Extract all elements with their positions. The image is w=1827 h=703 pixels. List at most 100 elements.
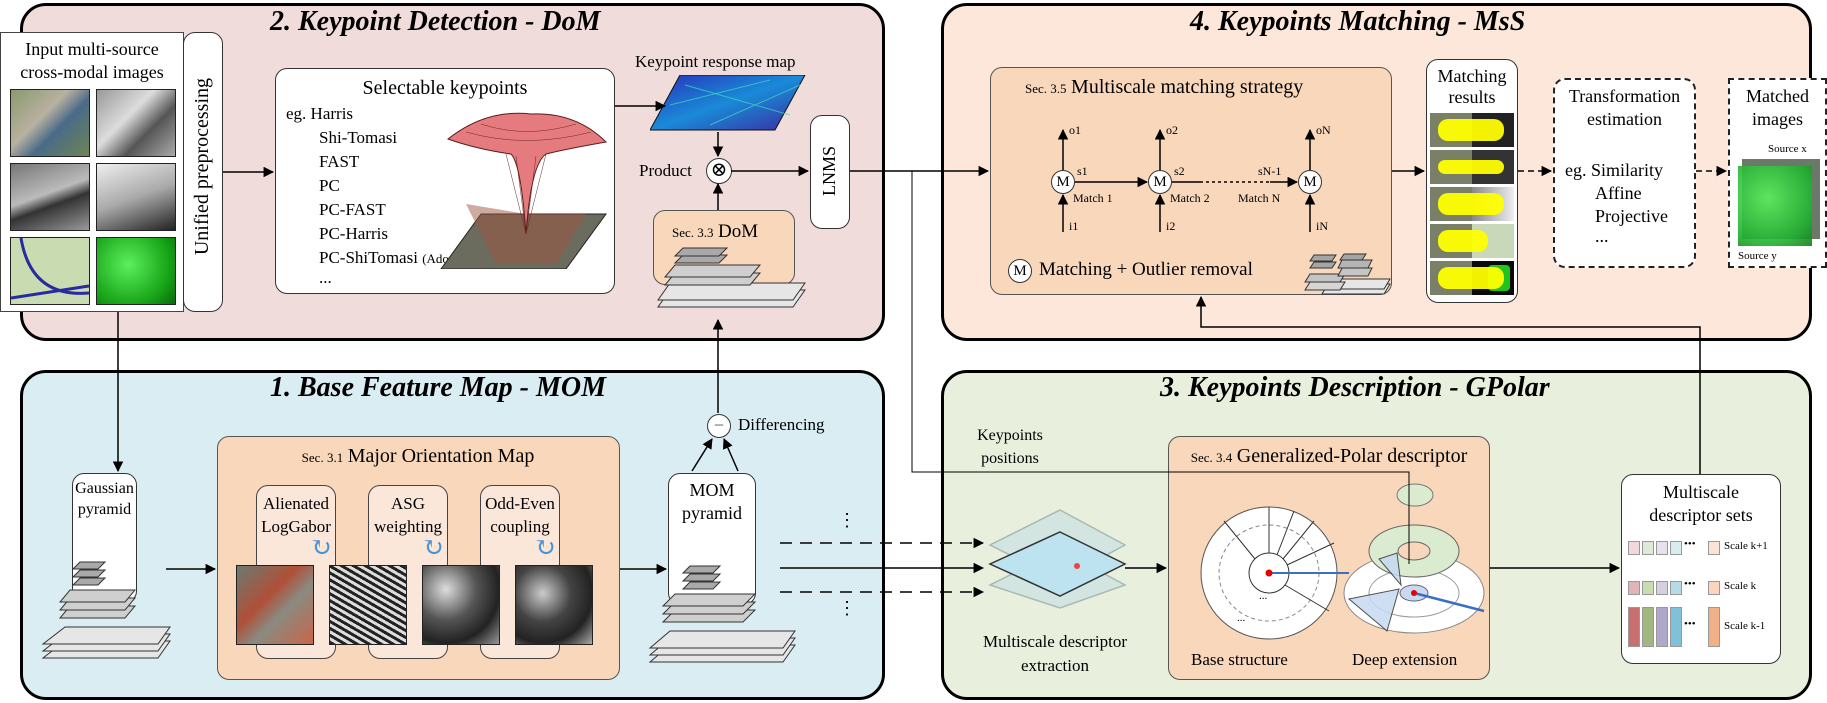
input-title-1: Input multi-source	[25, 39, 159, 59]
descriptor-bar	[1656, 607, 1668, 647]
extraction-label-1: Multiscale descriptor	[983, 632, 1127, 651]
base-structure-diagram: ... ...	[1200, 506, 1349, 640]
matching-results-title-2: results	[1448, 87, 1496, 107]
lnms-box: LNMS	[810, 115, 850, 229]
match-state-label: s1	[1077, 164, 1088, 178]
transformation-title-1: Transformation	[1568, 86, 1681, 106]
generalized-polar-box: Sec. 3.4 Generalized-Polar descriptor ..…	[1168, 436, 1490, 680]
descriptor-bar	[1642, 607, 1654, 647]
mom-pyramid-title-2: pyramid	[682, 503, 742, 523]
matching-result-thumbnail	[1430, 261, 1514, 295]
match-output-label: o1	[1069, 123, 1081, 137]
dom-heading: Sec. 3.3 DoM	[672, 221, 758, 243]
mom-step-label: weighting	[374, 517, 442, 536]
base-structure-label: Base structure	[1191, 650, 1288, 669]
descriptor-bar	[1642, 581, 1654, 595]
response-map-label: Keypoint response map	[635, 52, 796, 71]
deep-extension-label: Deep extension	[1352, 650, 1458, 669]
match-input-label: i2	[1166, 219, 1176, 233]
match-input-label: iN	[1316, 219, 1328, 233]
matching-title: Multiscale matching strategy	[1071, 76, 1304, 98]
matching-legend-icon: M	[1008, 259, 1032, 283]
match-step-label: Match 2	[1170, 191, 1210, 205]
response-map-image	[650, 75, 806, 131]
mom-stage-image	[515, 565, 593, 645]
mom-stage-image	[329, 565, 407, 645]
input-images-box: Input multi-source cross-modal images	[0, 32, 184, 312]
major-orientation-map-box: Sec. 3.1 Major Orientation Map Alienated…	[217, 436, 620, 680]
differencing-label: Differencing	[738, 415, 825, 434]
matching-section-number: Sec. 3.5	[1025, 81, 1067, 96]
response-surface-illustration	[440, 112, 608, 269]
keypoints-title: Selectable keypoints	[362, 77, 528, 99]
transformation-item: ...	[1595, 226, 1609, 246]
panel-title-detection: 2. Keypoint Detection - DoM	[270, 6, 601, 37]
gaussian-title-2: pyramid	[77, 501, 132, 518]
extraction-label-2: extraction	[1021, 656, 1089, 675]
transformation-item: Affine	[1595, 183, 1642, 203]
input-image-optical	[10, 89, 90, 157]
match-node-icon: M	[1148, 170, 1172, 194]
matching-results-box: Matching results	[1426, 59, 1518, 303]
panel-title-mom: 1. Base Feature Map - MOM	[270, 372, 607, 403]
product-label: Product	[639, 161, 692, 180]
matching-result-thumbnail	[1430, 224, 1514, 258]
keypoint-item: eg. Harris	[286, 104, 354, 123]
product-operator-icon: ⊗	[706, 158, 732, 184]
matching-result-thumbnail	[1430, 187, 1514, 221]
rotate-arrow-icon: ↻	[534, 533, 556, 562]
mom-step-label: ASG	[390, 494, 425, 513]
transformation-estimation-box: Transformation estimation eg. Similarity…	[1553, 78, 1696, 268]
input-image-green	[96, 237, 176, 305]
rotate-arrow-icon: ↻	[310, 533, 332, 562]
vertical-ellipsis-top: ⋮	[838, 510, 856, 530]
match-output-label: oN	[1316, 123, 1331, 137]
source-x-label: Source x	[1768, 143, 1807, 155]
ellipsis: ...	[1259, 590, 1268, 602]
transformation-item: eg. Similarity	[1565, 160, 1663, 180]
descriptor-bar	[1628, 607, 1640, 647]
match-step-label: Match 1	[1073, 191, 1113, 205]
deep-extension-diagram	[1343, 483, 1485, 634]
keypoint-item-label: PC-ShiTomasi	[319, 248, 418, 267]
dom-title: DoM	[718, 221, 759, 242]
descriptor-bar	[1670, 607, 1682, 647]
transformation-item: Projective	[1595, 206, 1668, 226]
source-y-image	[1738, 166, 1812, 246]
gaussian-pyramid-stack-icon	[41, 561, 171, 659]
gaussian-title-1: Gaussian	[75, 480, 134, 497]
rotate-arrow-icon: ↻	[422, 533, 444, 562]
mom-heading: Sec. 3.1 Major Orientation Map	[218, 445, 618, 468]
unified-preprocessing-label: Unified preprocessing	[191, 78, 213, 256]
multiscale-extraction-diamonds	[988, 509, 1127, 609]
scale-label: Scale k-1	[1724, 620, 1766, 632]
dom-section-number: Sec. 3.3	[672, 225, 714, 240]
descriptor-bar	[1670, 541, 1682, 555]
panel-title-gpolar: 3. Keypoints Description - GPolar	[1160, 372, 1550, 403]
input-title-2: cross-modal images	[20, 62, 164, 82]
vertical-ellipsis-bottom: ⋮	[838, 598, 856, 618]
matching-legend-label: Matching + Outlier removal	[1039, 259, 1253, 280]
mom-pyramid-title-1: MOM	[689, 480, 735, 500]
keypoint-item: PC-FAST	[319, 200, 386, 219]
multiscale-descriptor-sets-box: Multiscale descriptor sets •••Scale k+1•…	[1621, 474, 1781, 664]
mom-step-label: Odd-Even	[485, 494, 555, 513]
dom-stack-icon	[657, 247, 806, 308]
descriptor-bar	[1628, 541, 1640, 555]
scale-label: Scale k+1	[1724, 540, 1768, 552]
gpolar-title: Generalized-Polar descriptor	[1236, 445, 1468, 467]
descriptor-sets-title-1: Multiscale	[1663, 482, 1739, 502]
gpolar-section-number: Sec. 3.4	[1190, 450, 1233, 465]
keypoint-marker	[1074, 563, 1080, 569]
unified-preprocessing-box: Unified preprocessing	[183, 32, 223, 312]
differencing-operator-icon: −	[707, 414, 731, 438]
descriptor-bar	[1656, 581, 1668, 595]
ellipsis-dots: •••	[1684, 618, 1696, 630]
source-y-label: Source y	[1738, 250, 1777, 262]
mom-section-number: Sec. 3.1	[301, 450, 344, 465]
mom-step-label: coupling	[490, 517, 550, 536]
polar-descriptor-illustration: ... ...	[1200, 483, 1485, 640]
mom-step-label: Alienated	[262, 494, 330, 513]
descriptor-bar	[1708, 541, 1720, 555]
ellipsis: ...	[1237, 612, 1246, 624]
